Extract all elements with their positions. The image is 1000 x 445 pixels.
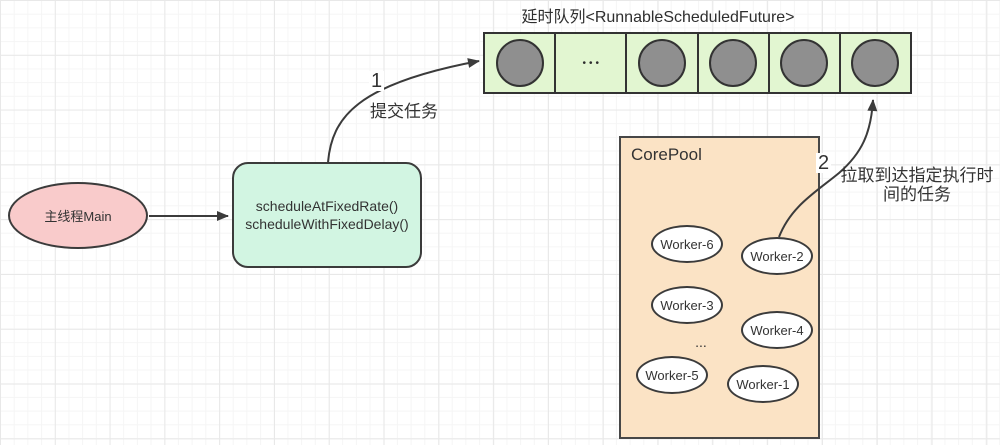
worker-6-node: Worker-6: [651, 225, 723, 263]
edge-submit-label: 提交任务: [370, 102, 438, 121]
delay-queue-title: 延时队列<RunnableScheduledFuture>: [521, 9, 795, 26]
edge-submit-number: 1: [369, 70, 385, 92]
main-thread-node: 主线程Main: [8, 182, 148, 249]
worker-3-node: Worker-3: [651, 286, 723, 324]
queue-cell: [767, 34, 839, 92]
task-circle: [495, 39, 544, 87]
worker-5-node: Worker-5: [636, 356, 708, 394]
queue-ellipsis: •••: [582, 57, 603, 69]
task-circle: [637, 39, 686, 87]
edge-pull-number: 2: [816, 152, 832, 174]
schedule-with-fixed-delay-label: scheduleWithFixedDelay(): [245, 216, 409, 232]
worker-4-node: Worker-4: [741, 311, 813, 349]
queue-cell-ellipsis: •••: [554, 34, 625, 92]
core-pool-title: CorePool: [631, 145, 702, 164]
task-circle: [851, 39, 900, 87]
worker-2-node: Worker-2: [741, 237, 813, 275]
worker-1-node: Worker-1: [727, 365, 799, 403]
edge-pull-label: 拉取到达指定执行时间的任务: [840, 166, 994, 204]
queue-cell: [485, 34, 554, 92]
queue-cell: [625, 34, 696, 92]
schedule-at-fixed-rate-label: scheduleAtFixedRate(): [255, 198, 399, 214]
delay-queue: •••: [483, 32, 912, 94]
schedule-methods-node: scheduleAtFixedRate() scheduleWithFixedD…: [232, 162, 422, 268]
main-thread-label: 主线程Main: [44, 209, 112, 224]
queue-cell: [838, 34, 910, 92]
task-circle: [709, 39, 758, 87]
queue-cell: [696, 34, 768, 92]
task-circle: [780, 39, 829, 87]
core-pool-ellipsis: ...: [695, 334, 707, 350]
